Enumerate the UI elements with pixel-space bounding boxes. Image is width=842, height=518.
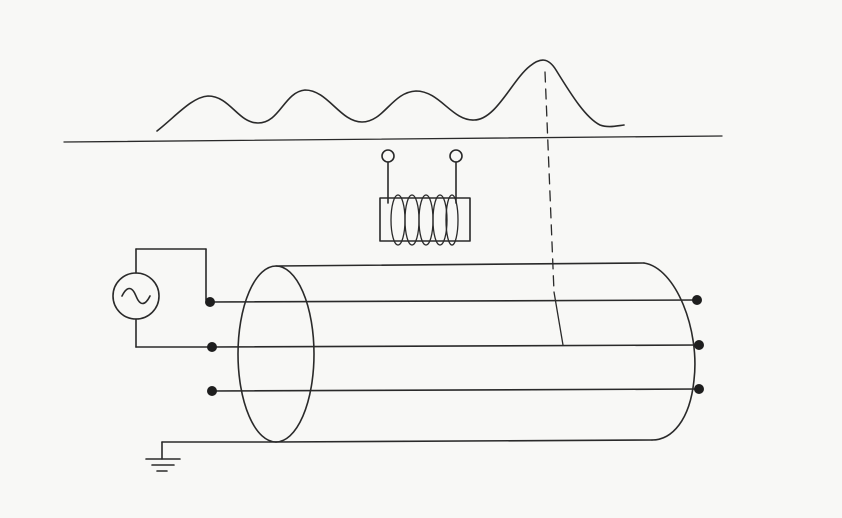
conductor-3 bbox=[211, 388, 700, 392]
ground-surface-line bbox=[63, 135, 723, 143]
conductor-1 bbox=[209, 299, 698, 303]
fault-drop-line bbox=[553, 291, 564, 346]
terminal-dot-right-2 bbox=[694, 340, 704, 350]
terminal-dot-right-3 bbox=[694, 384, 704, 394]
cable-bottom-edge bbox=[275, 439, 653, 443]
ground-symbol bbox=[145, 441, 277, 472]
coil-terminal-left bbox=[381, 149, 395, 163]
terminal-dot-left-1 bbox=[205, 297, 215, 307]
cable-conductors bbox=[205, 295, 704, 396]
terminal-dot-right-1 bbox=[692, 295, 702, 305]
coil-terminal-right bbox=[449, 149, 463, 163]
conductor-2 bbox=[211, 344, 700, 348]
coil-core bbox=[379, 197, 471, 242]
cable-back-end bbox=[643, 262, 696, 441]
sine-wave-icon bbox=[121, 287, 151, 305]
signal-waveform bbox=[156, 59, 625, 132]
terminal-dot-left-3 bbox=[207, 386, 217, 396]
cable-cylinder bbox=[237, 262, 696, 443]
cable-front-end bbox=[237, 265, 315, 443]
fault-marker-dashed-line bbox=[544, 71, 555, 293]
pickup-coil bbox=[379, 149, 471, 246]
coil-winding bbox=[390, 194, 459, 246]
ac-signal-source bbox=[112, 248, 211, 348]
cable-top-edge bbox=[275, 262, 645, 267]
terminal-dot-left-2 bbox=[207, 342, 217, 352]
